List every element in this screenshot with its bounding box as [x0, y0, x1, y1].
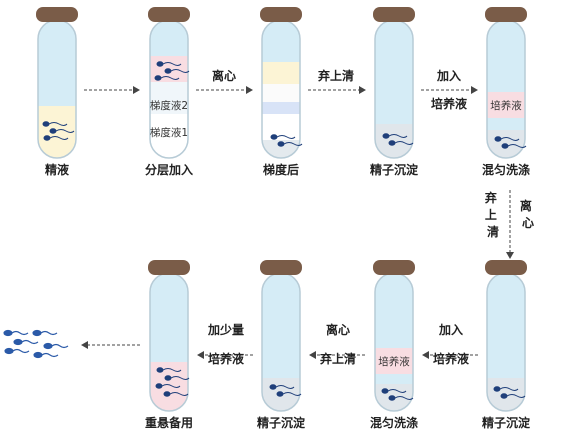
tube-cap — [373, 7, 415, 22]
sperm-cluster — [494, 136, 527, 149]
step-label-discard-supernatant: 弃上清 — [318, 68, 354, 83]
step-label-discard-2: 弃上清 — [320, 351, 356, 366]
tube-mix-wash-2: 培养液 — [373, 260, 415, 412]
step-label-centrifuge-2: 离心 — [326, 322, 350, 337]
sperm-cluster — [154, 61, 190, 81]
tube-sperm-pellet-3 — [260, 260, 302, 412]
tube-label-sperm-pellet-1: 精子沉淀 — [370, 162, 419, 177]
sperm-icon — [43, 342, 69, 350]
sperm-icon — [33, 351, 59, 359]
tube-cap — [148, 7, 190, 22]
vert-char-5: 心 — [522, 216, 534, 230]
tube-label-layered: 分层加入 — [145, 162, 193, 177]
step-label-medium-2: 培养液 — [433, 351, 469, 366]
sperm-cluster — [270, 134, 303, 147]
tube-after-gradient — [260, 7, 303, 159]
sperm-cluster — [382, 133, 414, 146]
tube-mix-wash: 培养液 — [485, 7, 527, 159]
step-label-medium: 培养液 — [431, 96, 467, 111]
tube-label-resuspended: 重悬备用 — [145, 415, 193, 430]
tube-sperm-pellet-2 — [485, 260, 527, 412]
vert-char-1: 弃 — [485, 190, 497, 205]
step-label-add-small: 加少量 — [207, 322, 244, 337]
tube-resuspended — [148, 260, 190, 412]
tube-label-mix-wash-1: 混匀洗涤 — [482, 162, 530, 177]
sperm-icon — [4, 347, 30, 355]
tube-cap — [260, 7, 302, 22]
tube-label-semen: 精液 — [45, 162, 69, 177]
tube-layered: 梯度液2 梯度液1 — [148, 7, 190, 159]
layer-label-gradient-2: 梯度液2 — [150, 99, 188, 112]
tube-label-after-gradient: 梯度后 — [263, 162, 299, 177]
tube-label-sperm-pellet-2: 精子沉淀 — [482, 415, 531, 430]
step-label-add-2: 加入 — [438, 322, 463, 337]
step-label-medium-3: 培养液 — [208, 351, 244, 366]
step-label-centrifuge: 离心 — [212, 68, 236, 83]
layer-label-medium-2: 培养液 — [378, 355, 410, 368]
vert-char-3: 清 — [487, 224, 499, 239]
sperm-cluster — [155, 367, 190, 397]
sperm-cluster — [42, 121, 75, 141]
sperm-cluster — [493, 386, 526, 399]
tube-label-mix-wash-2: 混匀洗涤 — [370, 415, 418, 430]
tube-cap — [36, 7, 78, 22]
tube-sperm-pellet — [373, 7, 415, 159]
tube-cap — [373, 260, 415, 275]
tube-cap — [485, 260, 527, 275]
tube-cap — [148, 260, 190, 275]
sperm-icon — [3, 329, 29, 337]
sperm-icon — [32, 329, 58, 337]
step-label-add: 加入 — [436, 68, 461, 83]
tube-cap — [485, 7, 527, 22]
sperm-cluster — [269, 384, 302, 397]
sperm-icon — [13, 338, 39, 346]
tube-label-sperm-pellet-3: 精子沉淀 — [257, 415, 306, 430]
layer-label-gradient-1: 梯度液1 — [150, 126, 188, 139]
step-label-discard-vertical: 弃 上 清 — [485, 190, 501, 239]
sperm-cluster — [381, 388, 414, 401]
tube-semen — [36, 7, 78, 159]
free-sperm-group — [3, 329, 69, 359]
vert-char-4: 离 — [520, 198, 532, 213]
step-label-centrifuge-vertical: 离 心 — [520, 198, 536, 230]
vert-char-2: 上 — [485, 207, 497, 222]
tube-cap — [260, 260, 302, 275]
layer-label-medium: 培养液 — [490, 99, 522, 112]
